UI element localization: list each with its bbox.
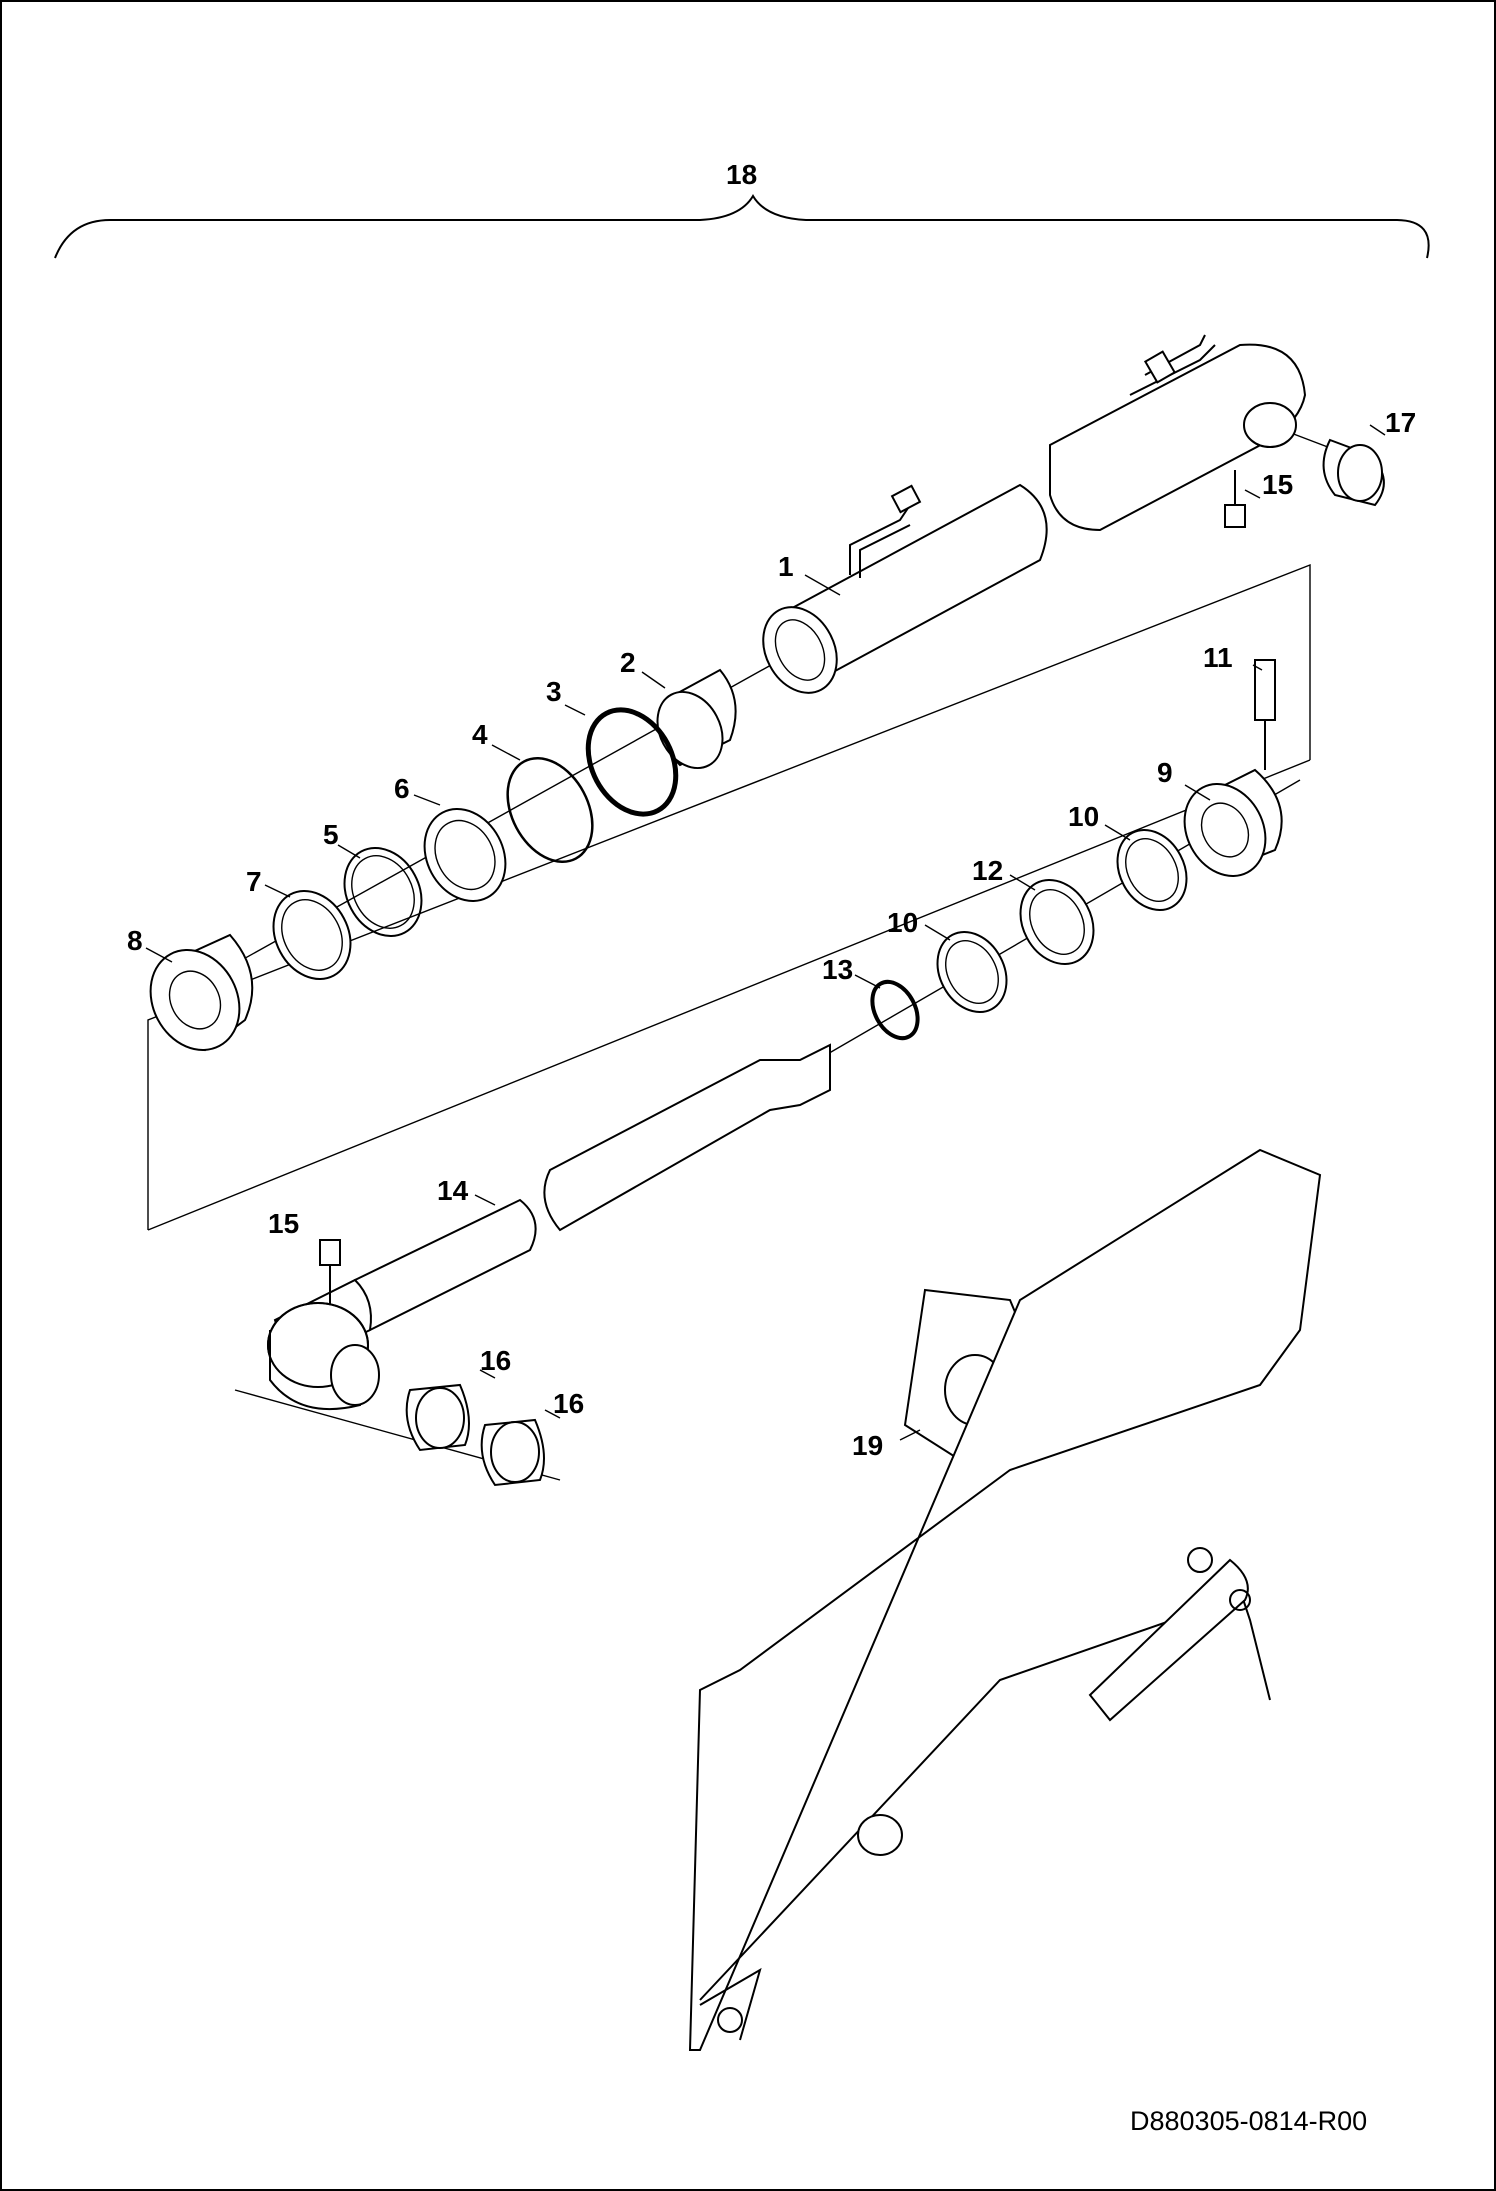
callout-leaders [145, 424, 1386, 1441]
callout-10-lower: 10 [887, 907, 918, 938]
ring-7 [272, 890, 352, 980]
wear-ring-10b [936, 930, 1008, 1014]
cylinder-head-end [1049, 334, 1307, 532]
callout-3: 3 [546, 676, 562, 707]
pin-bushing-17 [1322, 438, 1385, 507]
boom-assembly [688, 1148, 1322, 2051]
bushing-2 [656, 668, 737, 770]
callout-6: 6 [394, 773, 410, 804]
assembly-centerline-2 [147, 759, 1311, 1231]
set-screw-11 [1254, 659, 1276, 770]
callout-5: 5 [323, 819, 339, 850]
piston-seal-12 [1019, 878, 1095, 966]
callout-15-rod: 15 [268, 1208, 299, 1239]
piston-rod-14 [267, 1043, 831, 1411]
bushing-16a [405, 1383, 470, 1452]
callout-7: 7 [246, 866, 262, 897]
callout-16-a: 16 [480, 1345, 511, 1376]
callout-2: 2 [620, 647, 636, 678]
callout-9: 9 [1157, 757, 1173, 788]
assembly-centerline [147, 563, 1311, 1230]
grease-fitting-rod-eye [319, 1239, 341, 1305]
callout-8: 8 [127, 925, 143, 956]
callout-10-upper: 10 [1068, 801, 1099, 832]
callout-17: 17 [1385, 407, 1416, 438]
callout-14: 14 [437, 1175, 469, 1206]
cylinder-tube [762, 483, 1048, 694]
callout-19: 19 [852, 1430, 883, 1461]
callout-18: 18 [726, 159, 757, 190]
callout-4: 4 [472, 719, 488, 750]
seal-6 [423, 808, 507, 902]
gland-8 [149, 933, 254, 1052]
callout-12: 12 [972, 855, 1003, 886]
bushing-16b [480, 1418, 545, 1487]
callout-13: 13 [822, 954, 853, 985]
callout-11: 11 [1203, 642, 1233, 673]
callout-1: 1 [778, 551, 794, 582]
wear-ring-10a [1116, 828, 1188, 912]
backup-ring-4 [506, 757, 594, 863]
o-ring-13 [870, 979, 920, 1041]
grease-fitting-top [1224, 470, 1246, 528]
document-id: D880305-0814-R00 [1130, 2106, 1367, 2136]
o-ring-3 [585, 707, 679, 817]
callout-16-b: 16 [553, 1388, 584, 1419]
ring-5 [343, 847, 423, 937]
piston-9 [1183, 768, 1283, 877]
assembly-brace [54, 194, 1430, 259]
callout-15-top: 15 [1262, 469, 1293, 500]
